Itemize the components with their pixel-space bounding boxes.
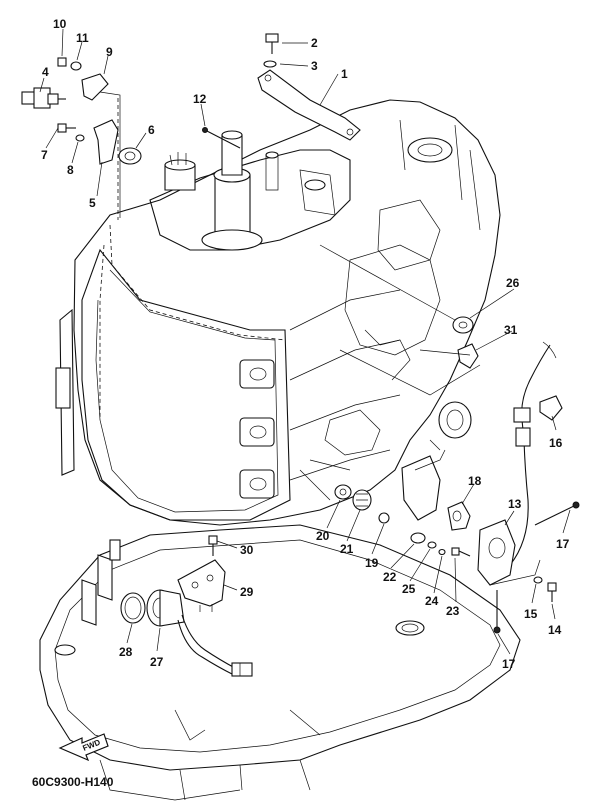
callout-13: 13 — [508, 497, 522, 511]
callout-17-lower: 17 — [502, 657, 516, 671]
callout-19: 19 — [365, 556, 379, 570]
callout-8: 8 — [67, 163, 74, 177]
part-15-washer — [533, 576, 543, 584]
part-12-rod — [202, 127, 241, 149]
part-17-bolt-a — [534, 504, 577, 526]
part-23-screw — [451, 547, 471, 557]
part-22-washer — [410, 532, 426, 544]
part-20-bushing — [334, 484, 352, 500]
callout-17-upper: 17 — [556, 537, 570, 551]
part-27-connector — [146, 589, 253, 677]
callout-29: 29 — [240, 585, 254, 599]
part-10-bolt — [57, 57, 67, 67]
part-6-grommet — [118, 147, 142, 165]
leader-lines — [39, 28, 571, 655]
callout-14: 14 — [548, 623, 562, 637]
callout-7: 7 — [41, 148, 48, 162]
callout-16: 16 — [549, 436, 563, 450]
part-25-washer — [427, 541, 437, 549]
part-14-bolt — [547, 582, 557, 602]
callout-20: 20 — [316, 529, 330, 543]
callout-23: 23 — [446, 604, 460, 618]
part-8-washer — [75, 134, 85, 142]
callout-2: 2 — [311, 36, 318, 50]
callout-15: 15 — [524, 607, 538, 621]
callout-30: 30 — [240, 543, 254, 557]
callout-11: 11 — [76, 31, 89, 45]
part-28-o-ring — [120, 592, 146, 624]
part-30-bolt — [208, 535, 218, 556]
part-16-holder — [539, 395, 563, 421]
engine-block — [55, 99, 501, 526]
callout-24: 24 — [425, 594, 439, 608]
part-2-bolt — [265, 33, 279, 54]
callout-1: 1 — [341, 67, 348, 81]
drawing-code: 60C9300-H140 — [32, 775, 114, 789]
part-7-bolt — [57, 123, 76, 133]
callout-10: 10 — [53, 17, 67, 31]
part-31-clamp — [457, 343, 479, 369]
callout-5: 5 — [89, 196, 96, 210]
part-24-washer — [438, 548, 446, 556]
part-13-unit — [477, 519, 541, 586]
callout-25: 25 — [402, 582, 416, 596]
callout-labels: 1 2 3 4 5 6 7 8 9 10 11 12 13 14 15 16 1… — [41, 17, 570, 671]
part-11-washer — [70, 61, 82, 71]
callout-4: 4 — [42, 65, 49, 79]
part-29-bracket — [177, 559, 226, 612]
callout-18: 18 — [468, 474, 482, 488]
callout-21: 21 — [340, 542, 354, 556]
part-5-bracket — [93, 119, 119, 165]
part-4-sensor — [21, 87, 66, 109]
callout-31: 31 — [504, 323, 518, 337]
fwd-arrow-icon: FWD — [58, 733, 109, 762]
part-3-washer — [263, 60, 277, 68]
callout-3: 3 — [311, 59, 318, 73]
callout-28: 28 — [119, 645, 133, 659]
callout-9: 9 — [106, 45, 113, 59]
part-1-bracket — [257, 69, 361, 141]
callout-27: 27 — [150, 655, 164, 669]
part-26-sensor — [319, 244, 474, 334]
callout-6: 6 — [148, 123, 155, 137]
part-19-bracket — [401, 455, 441, 521]
callout-22: 22 — [383, 570, 397, 584]
part-18-switch — [447, 501, 471, 531]
part-21-spring — [352, 489, 372, 511]
bottom-cowling — [39, 524, 521, 801]
callout-12: 12 — [193, 92, 207, 106]
part-9-clamp — [81, 73, 109, 101]
callout-26: 26 — [506, 276, 520, 290]
